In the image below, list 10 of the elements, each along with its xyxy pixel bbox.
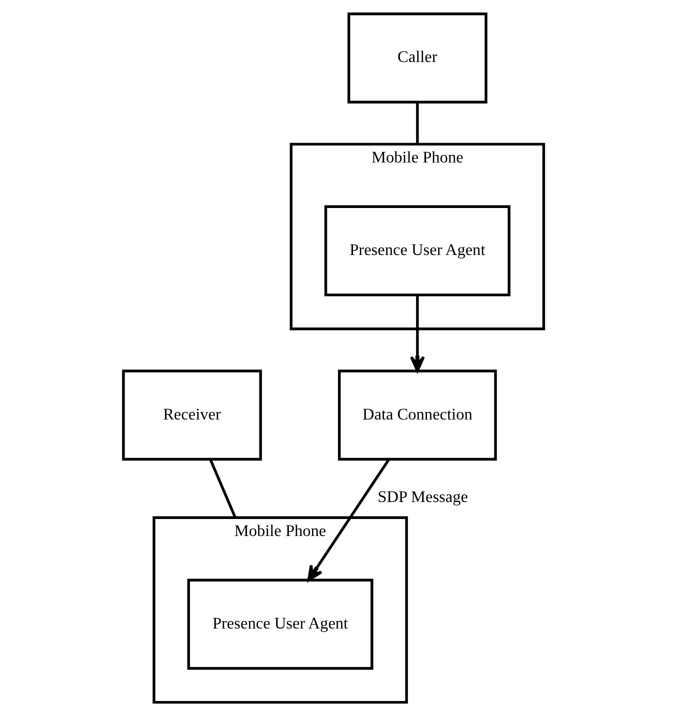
node-box: Caller (346, 12, 487, 104)
connector (416, 102, 418, 144)
arrow (409, 295, 424, 372)
node-box: Receiver (122, 370, 262, 461)
node-box: Presence User Agent (324, 205, 510, 296)
node-box: Data Connection (337, 370, 496, 461)
edge-label: SDP Message (377, 487, 468, 506)
arrow (306, 458, 390, 582)
connector (208, 459, 236, 518)
node-box: Presence User Agent (186, 578, 373, 670)
